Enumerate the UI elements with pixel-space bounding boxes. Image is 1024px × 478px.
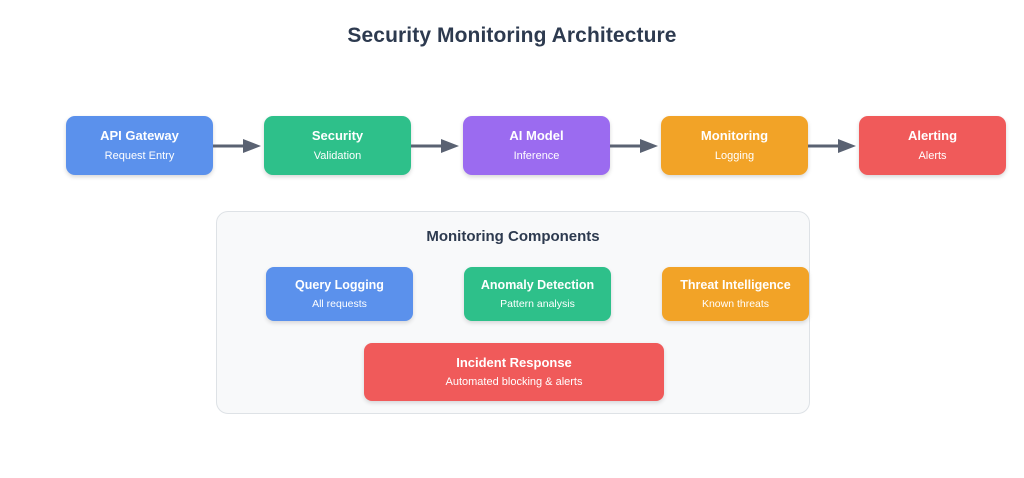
component-title: Threat Intelligence: [680, 277, 791, 292]
pipeline-node-api-gateway[interactable]: API Gateway Request Entry: [66, 116, 213, 175]
monitoring-components-panel: Monitoring Components Query Logging All …: [216, 211, 810, 414]
node-subtitle: Inference: [513, 149, 560, 162]
pipeline-node-monitoring[interactable]: Monitoring Logging: [661, 116, 808, 175]
pipeline-node-security[interactable]: Security Validation: [264, 116, 411, 175]
panel-title: Monitoring Components: [426, 228, 600, 245]
component-title: Query Logging: [295, 277, 384, 292]
arrow-right-icon: [411, 138, 462, 154]
component-threat-intelligence[interactable]: Threat Intelligence Known threats: [662, 267, 809, 321]
page-title: Security Monitoring Architecture: [347, 24, 677, 47]
arrow-right-icon: [808, 138, 859, 154]
node-title: Security: [311, 127, 364, 143]
pipeline-node-alerting[interactable]: Alerting Alerts: [859, 116, 1006, 175]
node-subtitle: Logging: [714, 149, 755, 162]
node-title: AI Model: [509, 127, 564, 143]
node-title: Monitoring: [700, 127, 769, 143]
pipeline-flow: API Gateway Request Entry Security Valid…: [0, 116, 1024, 176]
node-subtitle: Alerts: [918, 149, 947, 162]
component-subtitle: Automated blocking & alerts: [445, 376, 583, 388]
node-subtitle: Request Entry: [104, 149, 175, 162]
node-title: Alerting: [907, 127, 958, 143]
arrow-right-icon: [213, 138, 264, 154]
component-title: Anomaly Detection: [480, 277, 595, 292]
arrow-right-icon: [610, 138, 661, 154]
pipeline-node-ai-model[interactable]: AI Model Inference: [463, 116, 610, 175]
component-subtitle: All requests: [312, 297, 367, 310]
component-anomaly-detection[interactable]: Anomaly Detection Pattern analysis: [464, 267, 611, 321]
components-row: Query Logging All requests Anomaly Detec…: [217, 267, 811, 321]
component-title: Incident Response: [456, 355, 572, 370]
component-incident-response[interactable]: Incident Response Automated blocking & a…: [364, 343, 664, 401]
component-subtitle: Pattern analysis: [500, 297, 575, 310]
node-title: API Gateway: [100, 127, 179, 143]
component-subtitle: Known threats: [701, 297, 770, 310]
node-subtitle: Validation: [313, 149, 362, 162]
component-query-logging[interactable]: Query Logging All requests: [266, 267, 413, 321]
